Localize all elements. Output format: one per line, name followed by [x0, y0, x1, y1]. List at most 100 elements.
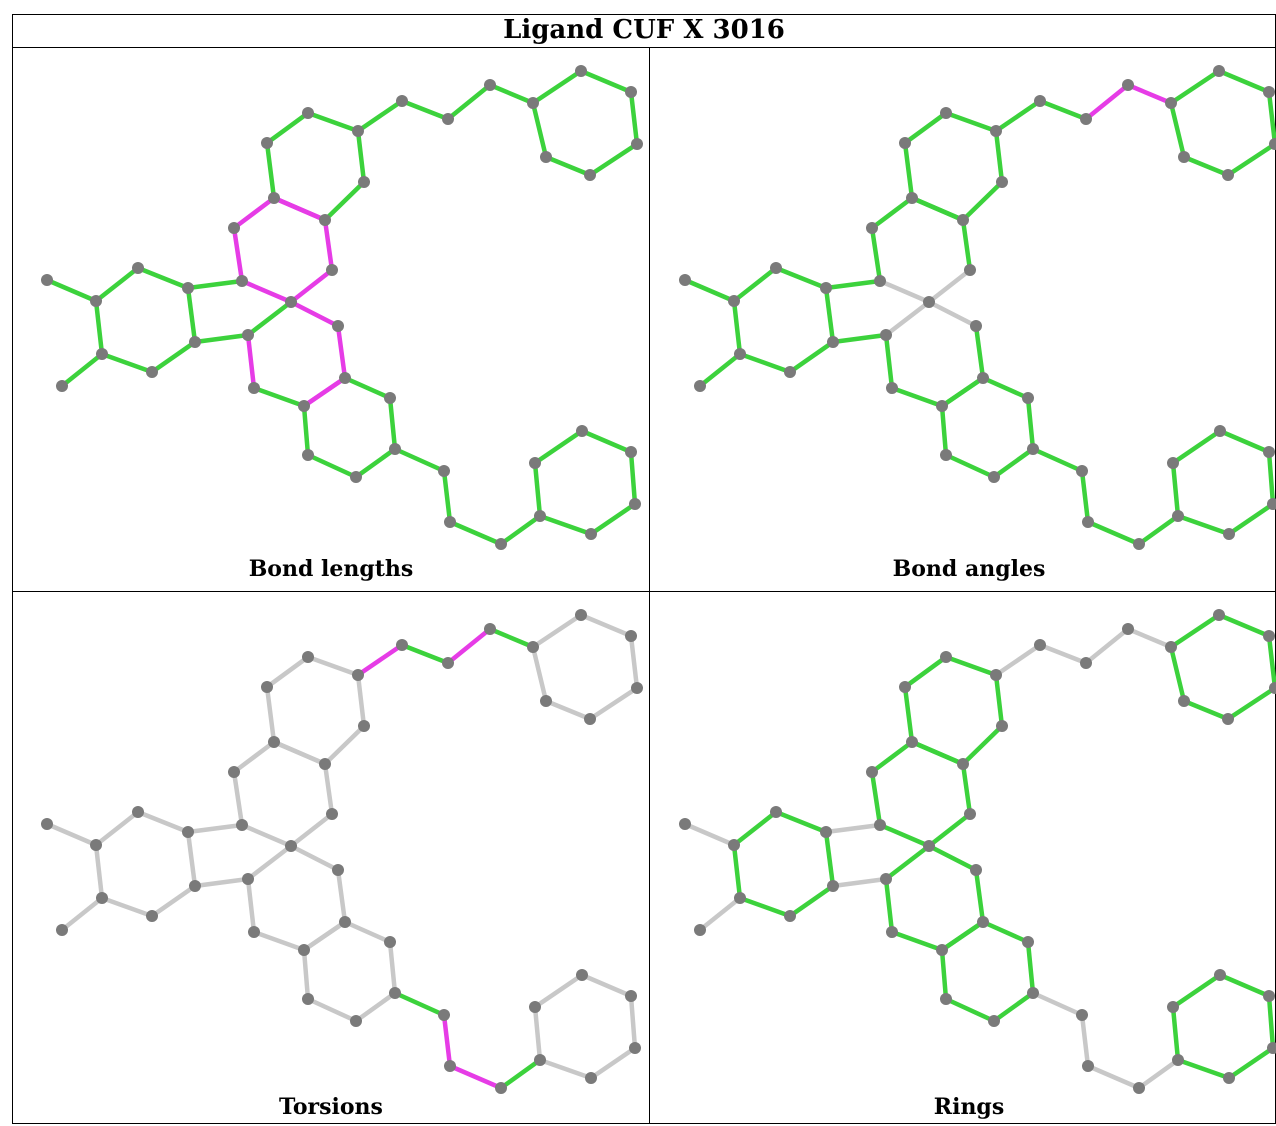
bond	[731, 265, 779, 304]
atom	[228, 222, 240, 234]
atom	[350, 1015, 362, 1027]
bond	[355, 642, 405, 678]
atom	[1263, 990, 1275, 1002]
atom	[298, 400, 310, 412]
bond	[578, 68, 634, 95]
atom	[1267, 498, 1276, 510]
bond	[943, 654, 999, 678]
atom	[886, 382, 898, 394]
atom	[444, 516, 456, 528]
bond	[980, 375, 1031, 401]
bond	[99, 895, 155, 919]
atom	[874, 819, 886, 831]
atom	[629, 1042, 641, 1054]
atom	[389, 443, 401, 455]
bond	[587, 141, 640, 178]
bond	[731, 842, 743, 901]
atom	[1263, 86, 1275, 98]
atom	[575, 65, 587, 77]
bond	[498, 1057, 543, 1091]
bond	[445, 82, 493, 122]
atom	[268, 192, 280, 204]
atom	[332, 320, 344, 332]
bond	[1225, 141, 1276, 178]
bond	[185, 278, 245, 291]
caption-torsions: Torsions	[279, 1094, 383, 1120]
atom	[977, 372, 989, 384]
atom	[996, 720, 1008, 732]
atom	[1178, 151, 1190, 163]
bond	[1266, 993, 1276, 1051]
bond	[1170, 972, 1223, 1010]
atom	[1027, 987, 1039, 999]
bond	[301, 919, 348, 953]
atom	[236, 819, 248, 831]
bond	[264, 684, 277, 745]
atom	[936, 400, 948, 412]
bond	[251, 385, 307, 409]
bond	[1170, 428, 1223, 466]
bond	[939, 947, 949, 1002]
bond	[245, 299, 294, 338]
atom	[694, 380, 706, 392]
bond	[926, 811, 973, 849]
atom	[866, 766, 878, 778]
atom	[899, 681, 911, 693]
atom	[1222, 169, 1234, 181]
bond	[532, 460, 543, 519]
bond	[342, 919, 393, 945]
atom	[1080, 657, 1092, 669]
molecule-rings	[679, 609, 1276, 1094]
bond	[239, 278, 294, 305]
atom	[770, 806, 782, 818]
atom	[96, 892, 108, 904]
atom	[585, 1072, 597, 1084]
atom	[584, 169, 596, 181]
bond	[943, 452, 997, 480]
atom	[242, 329, 254, 341]
atom	[358, 720, 370, 732]
bond	[399, 642, 451, 666]
bond	[823, 829, 836, 889]
bond	[441, 468, 453, 525]
bond	[877, 278, 932, 305]
atom	[886, 926, 898, 938]
atom	[438, 465, 450, 477]
bond	[1085, 519, 1142, 547]
bond	[869, 195, 915, 231]
bond	[231, 225, 245, 284]
atom	[874, 275, 886, 287]
bond	[823, 285, 836, 345]
bond	[353, 990, 398, 1024]
molecule-bond-lengths	[41, 65, 643, 550]
bond	[993, 672, 1005, 729]
atom	[444, 1060, 456, 1072]
atom	[827, 336, 839, 348]
atom	[1034, 95, 1046, 107]
atom	[1263, 630, 1275, 642]
bond	[939, 403, 949, 458]
bond	[960, 179, 1005, 223]
bond	[305, 996, 359, 1024]
atom	[396, 95, 408, 107]
bond	[353, 446, 398, 480]
bond	[135, 265, 191, 291]
bond	[245, 876, 257, 935]
bond	[543, 154, 593, 178]
atom	[339, 916, 351, 928]
bond	[305, 110, 361, 134]
bond	[185, 822, 245, 835]
atom	[41, 818, 53, 830]
atom	[936, 944, 948, 956]
atom	[326, 808, 338, 820]
bond	[587, 685, 640, 722]
bond	[628, 89, 640, 147]
bond	[305, 452, 359, 480]
bond	[737, 895, 793, 919]
atom	[629, 498, 641, 510]
bond	[960, 761, 973, 817]
bond	[93, 298, 105, 357]
bond	[939, 919, 986, 953]
bond	[487, 626, 536, 650]
figure-title: Ligand CUF X 3016	[503, 15, 785, 45]
